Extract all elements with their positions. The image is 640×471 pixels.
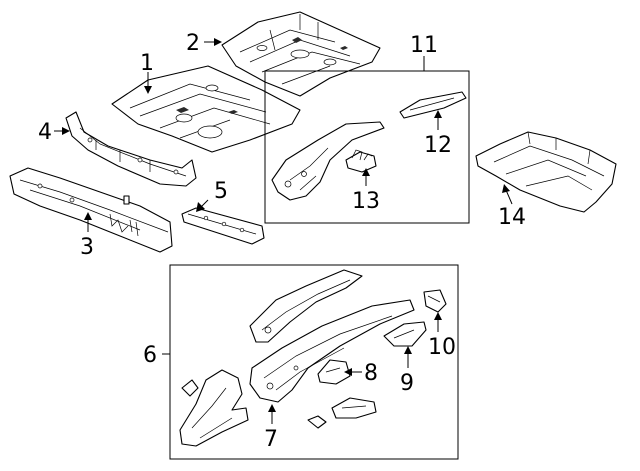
part-3-side-sill: [9, 167, 173, 253]
callout-11: 11: [410, 33, 438, 58]
part-11-bracket: [271, 121, 385, 201]
part-7-rear-rail: [249, 299, 415, 403]
callout-8: 8: [364, 361, 378, 386]
callout-4: 4: [38, 120, 52, 145]
callout-3: 3: [80, 235, 94, 260]
part-2-rear-floor-pan: [221, 11, 381, 97]
callout-1: 1: [140, 51, 154, 76]
callout-13: 13: [352, 189, 380, 214]
part-1-front-floor-pan: [111, 65, 301, 153]
callout-7: 7: [264, 427, 278, 452]
part-12-bracket: [399, 91, 467, 119]
part-small-brackets: [307, 397, 377, 429]
part-10-clip: [423, 289, 447, 313]
callout-10: 10: [428, 335, 456, 360]
part-9-gusset: [383, 321, 427, 347]
callout-9: 9: [400, 371, 414, 396]
part-8-bracket: [317, 359, 351, 385]
callout-14: 14: [498, 205, 526, 230]
part-5-rail: [181, 207, 265, 245]
leader-lines: [54, 38, 513, 424]
part-7-lower-bracket: [179, 369, 249, 447]
part-6-frame-rail: [249, 269, 363, 343]
callout-6: 6: [143, 343, 157, 368]
box-11: [264, 70, 470, 224]
callout-12: 12: [424, 133, 452, 158]
part-14-under-cover: [475, 131, 617, 213]
callout-2: 2: [186, 31, 200, 56]
part-4-crossmember: [65, 111, 197, 187]
box-6: [169, 264, 459, 460]
part-13-clip: [345, 149, 377, 173]
callout-5: 5: [214, 179, 228, 204]
